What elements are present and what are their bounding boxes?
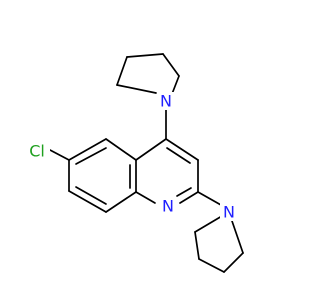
pyrrolidine-nitrogen-bottom-atom: N: [220, 203, 238, 222]
bond-c2-n1-inner: [176, 187, 192, 197]
bond-c4a-c4: [135, 138, 167, 161]
bond-c5-c6-inner: [75, 147, 107, 165]
bond-ch-n-bottom: [194, 215, 223, 233]
bond-cc-cd: [162, 53, 180, 77]
bond-c4a-c5: [105, 138, 137, 161]
pyrrolidine-nitrogen-top-atom: N: [157, 92, 175, 111]
bond-ce-cf: [223, 252, 244, 273]
chemical-structure-diagram: Cl N N N: [24, 53, 244, 273]
pyrrolidine-nitrogen-bottom-label: N: [223, 203, 235, 222]
bond-cg-ch: [194, 231, 200, 260]
bond-cb-cc: [126, 53, 164, 58]
bond-c8-c8a: [105, 191, 137, 213]
atom-labels: Cl N N N: [24, 92, 238, 222]
bond-c5-c6: [68, 138, 107, 161]
bond-n1-c8a: [135, 191, 156, 204]
bond-c2-n1: [179, 191, 199, 204]
bond-c6-cl: [49, 149, 70, 161]
bond-n-bottom-ce: [231, 220, 244, 254]
bond-c4-c3: [165, 138, 199, 161]
pyrrolidine-nitrogen-top-label: N: [160, 92, 172, 111]
chlorine-atom: Cl: [24, 141, 50, 161]
bond-c7-c8-inner: [75, 186, 107, 205]
bond-cf-cg: [198, 258, 225, 273]
bond-cd-n-top: [171, 75, 180, 95]
chlorine-label: Cl: [29, 142, 45, 161]
ring-nitrogen-label: N: [162, 197, 174, 216]
bond-c4-c3-inner: [166, 147, 191, 164]
bond-c2-n-bottom: [197, 191, 222, 206]
bond-n-top-ca: [116, 84, 157, 94]
ring-nitrogen-atom: N: [159, 197, 177, 216]
bond-lines: [49, 53, 244, 273]
bond-c7-c8: [68, 190, 107, 213]
bond-ca-cb: [116, 56, 128, 86]
